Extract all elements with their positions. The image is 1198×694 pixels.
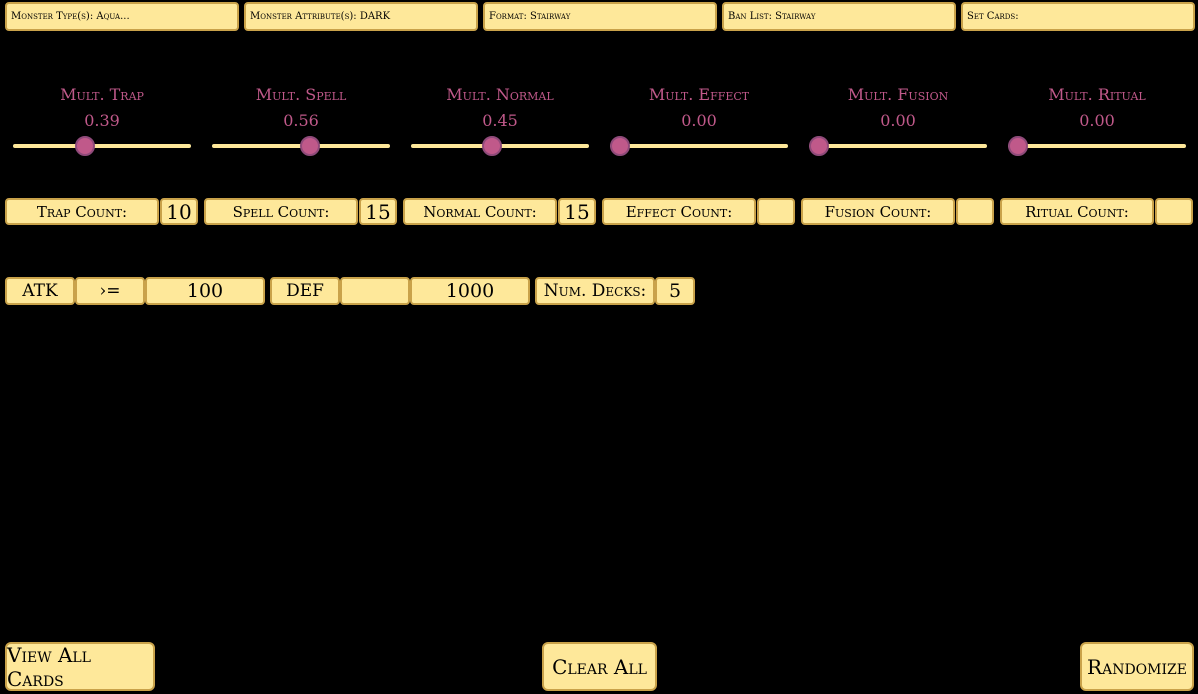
slider-ritual-track[interactable] <box>1008 144 1186 148</box>
slider-normal: Mult. Normal 0.45 <box>405 84 595 132</box>
trap-count-input[interactable]: 10 <box>160 198 198 225</box>
atk-operator-select[interactable]: ›= <box>75 277 145 305</box>
def-label: DEF <box>270 277 340 305</box>
slider-trap: Mult. Trap 0.39 <box>7 84 197 132</box>
slider-fusion-label: Mult. Fusion <box>847 85 949 104</box>
num-decks-label: Num. Decks: <box>535 277 655 305</box>
atk-label: ATK <box>5 277 75 305</box>
spell-count-input[interactable]: 15 <box>359 198 397 225</box>
slider-fusion-value: 0.00 <box>880 111 916 130</box>
slider-trap-track[interactable] <box>13 144 191 148</box>
monster-type-button[interactable]: Monster Type(s): Aqua... <box>5 2 239 31</box>
slider-trap-value: 0.39 <box>84 111 120 130</box>
fusion-count-input[interactable] <box>956 198 994 225</box>
spell-count-label: Spell Count: <box>204 198 358 225</box>
set-cards-button[interactable]: Set Cards: <box>961 2 1195 31</box>
effect-count-input[interactable] <box>757 198 795 225</box>
slider-normal-value: 0.45 <box>482 111 518 130</box>
slider-fusion-thumb[interactable] <box>809 136 829 156</box>
slider-effect-value: 0.00 <box>681 111 717 130</box>
slider-trap-thumb[interactable] <box>74 136 95 156</box>
effect-count-label: Effect Count: <box>602 198 756 225</box>
slider-normal-label: Mult. Normal <box>446 85 554 104</box>
trap-count-label: Trap Count: <box>5 198 159 225</box>
slider-effect-thumb[interactable] <box>610 136 630 156</box>
slider-normal-thumb[interactable] <box>482 136 503 156</box>
slider-ritual: Mult. Ritual 0.00 <box>1002 84 1192 132</box>
slider-trap-label: Mult. Trap <box>60 85 144 104</box>
ritual-count-input[interactable] <box>1155 198 1193 225</box>
view-all-cards-button[interactable]: View All Cards <box>5 642 155 691</box>
monster-attribute-button[interactable]: Monster Attribute(s): DARK <box>244 2 478 31</box>
def-operator-select[interactable] <box>340 277 410 305</box>
slider-spell-value: 0.56 <box>283 111 319 130</box>
atk-value-input[interactable]: 100 <box>145 277 265 305</box>
slider-ritual-thumb[interactable] <box>1008 136 1028 156</box>
slider-spell: Mult. Spell 0.56 <box>206 84 396 132</box>
normal-count-label: Normal Count: <box>403 198 557 225</box>
slider-spell-label: Mult. Spell <box>255 85 347 104</box>
slider-effect-track[interactable] <box>610 144 788 148</box>
num-decks-input[interactable]: 5 <box>655 277 695 305</box>
randomize-button[interactable]: Randomize <box>1080 642 1194 691</box>
def-value-input[interactable]: 1000 <box>410 277 530 305</box>
slider-spell-thumb[interactable] <box>300 136 321 156</box>
ban-list-button[interactable]: Ban List: Stairway <box>722 2 956 31</box>
format-button[interactable]: Format: Stairway <box>483 2 717 31</box>
slider-ritual-label: Mult. Ritual <box>1048 85 1146 104</box>
slider-ritual-value: 0.00 <box>1079 111 1115 130</box>
slider-effect: Mult. Effect 0.00 <box>604 84 794 132</box>
ritual-count-label: Ritual Count: <box>1000 198 1154 225</box>
slider-fusion-track[interactable] <box>809 144 987 148</box>
slider-effect-label: Mult. Effect <box>648 85 750 104</box>
slider-fusion: Mult. Fusion 0.00 <box>803 84 993 132</box>
normal-count-input[interactable]: 15 <box>558 198 596 225</box>
fusion-count-label: Fusion Count: <box>801 198 955 225</box>
clear-all-button[interactable]: Clear All <box>542 642 657 691</box>
